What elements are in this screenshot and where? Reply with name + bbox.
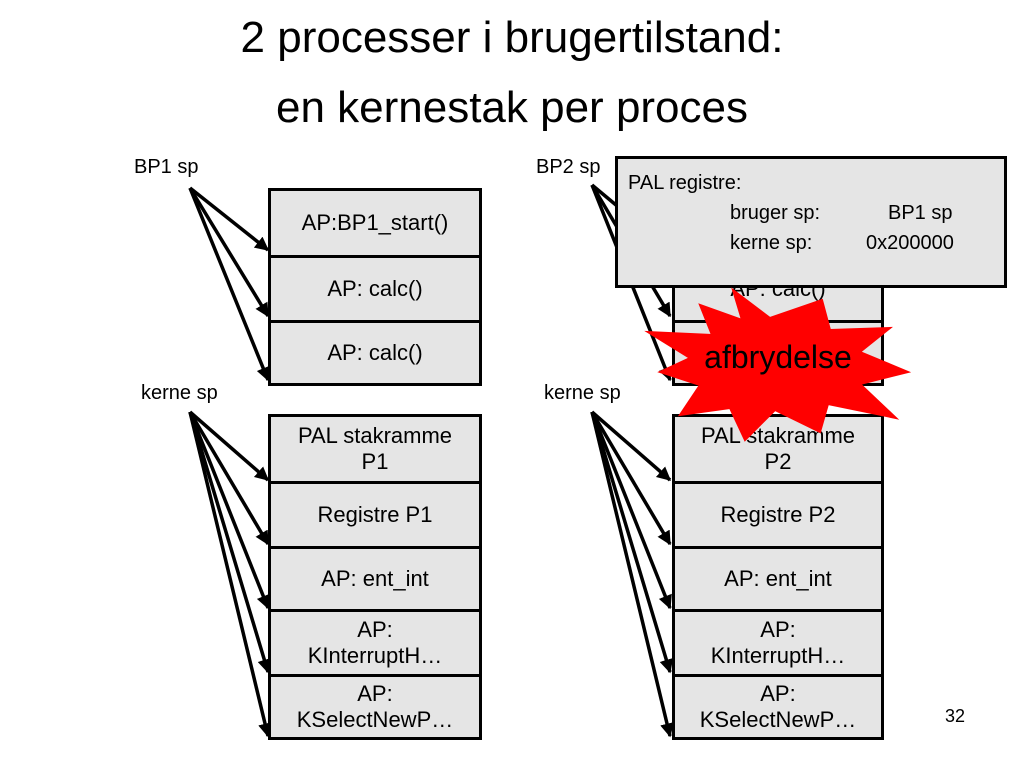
- left-user-frame-3: AP: calc(): [268, 320, 482, 386]
- bp1-sp-label: BP1 sp: [134, 156, 199, 178]
- pal-registers-box: PAL registre: bruger sp: BP1 sp kerne sp…: [615, 156, 1007, 288]
- left-user-frame-2: AP: calc(): [268, 255, 482, 323]
- pal-kernel-sp-value: 0x200000: [866, 232, 954, 254]
- arrow-kerne-l-5: [188, 411, 272, 738]
- left-kernel-frame-5: AP:KSelectNewP…: [268, 674, 482, 740]
- arrow-bp1-1: [188, 186, 270, 252]
- kerne-sp-right-label: kerne sp: [544, 382, 621, 404]
- pal-user-sp-value: BP1 sp: [888, 202, 953, 224]
- arrow-kerne-l-4: [188, 411, 272, 674]
- arrow-kerne-r-5: [590, 411, 674, 738]
- left-kernel-frame-2: Registre P1: [268, 481, 482, 549]
- pal-registers-heading: PAL registre:: [628, 172, 742, 194]
- arrow-kerne-l-3: [188, 411, 270, 610]
- arrow-bp1-2: [188, 187, 270, 318]
- page-title-line1: 2 processer i brugertilstand:: [240, 13, 784, 62]
- bp2-sp-label: BP2 sp: [536, 156, 601, 178]
- arrow-kerne-r-1: [590, 410, 672, 482]
- page-title-line2: en kernestak per proces: [275, 83, 749, 132]
- right-kernel-frame-4: AP:KInterruptH…: [672, 609, 884, 677]
- pal-user-sp-key: bruger sp:: [730, 202, 821, 224]
- kerne-sp-left-label: kerne sp: [141, 382, 218, 404]
- arrow-kerne-r-2: [590, 411, 672, 546]
- arrow-kerne-r-4: [590, 411, 674, 674]
- arrow-bp1-3: [188, 187, 270, 382]
- arrow-kerne-r-3: [590, 411, 672, 610]
- page-number: 32: [944, 706, 966, 726]
- interrupt-label: afbrydelse: [704, 339, 852, 375]
- pal-kernel-sp-key: kerne sp:: [730, 232, 813, 254]
- arrow-kerne-l-1: [188, 410, 270, 482]
- arrow-kerne-l-2: [188, 411, 270, 546]
- right-kernel-frame-5: AP:KSelectNewP…: [672, 674, 884, 740]
